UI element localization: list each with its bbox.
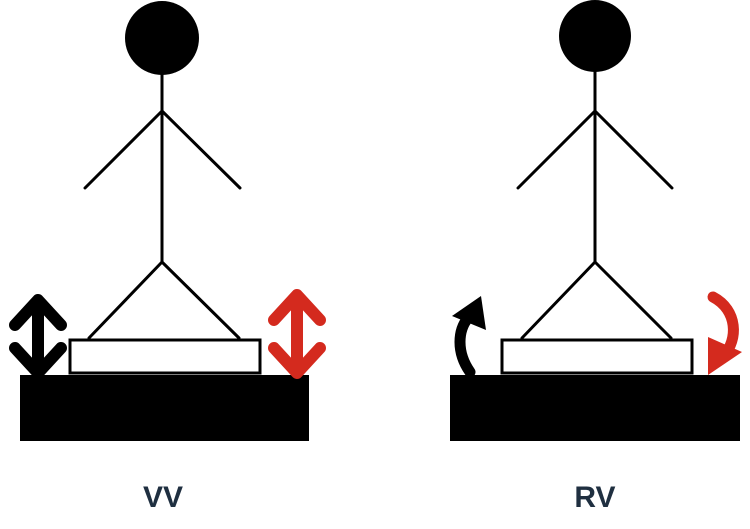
figure-arm-left xyxy=(516,109,597,190)
panel-vv: VV xyxy=(9,1,326,514)
stick-figure xyxy=(516,0,674,340)
double-arrow-vertical-icon xyxy=(9,294,67,379)
base-block xyxy=(20,375,309,441)
curved-arrow-up-icon xyxy=(452,296,486,378)
figure-arm-right xyxy=(160,109,242,190)
platform xyxy=(68,338,262,375)
panel-label-rv: RV xyxy=(574,481,615,514)
base-block xyxy=(450,375,740,441)
figure-leg-right xyxy=(593,260,673,340)
figure-head xyxy=(559,0,631,72)
figure-leg-right xyxy=(160,260,241,340)
figure-leg-left xyxy=(520,260,597,340)
platform xyxy=(500,338,694,375)
figure-arm-left xyxy=(83,109,164,190)
double-arrow-vertical-icon xyxy=(268,289,326,379)
figure-leg-left xyxy=(87,260,164,340)
curved-arrow-down-icon xyxy=(707,291,742,375)
figure-arm-right xyxy=(593,109,674,190)
panel-label-vv: VV xyxy=(143,481,183,514)
figure-head xyxy=(125,1,199,75)
panel-rv: RV xyxy=(450,0,742,514)
stick-figure xyxy=(83,1,242,340)
